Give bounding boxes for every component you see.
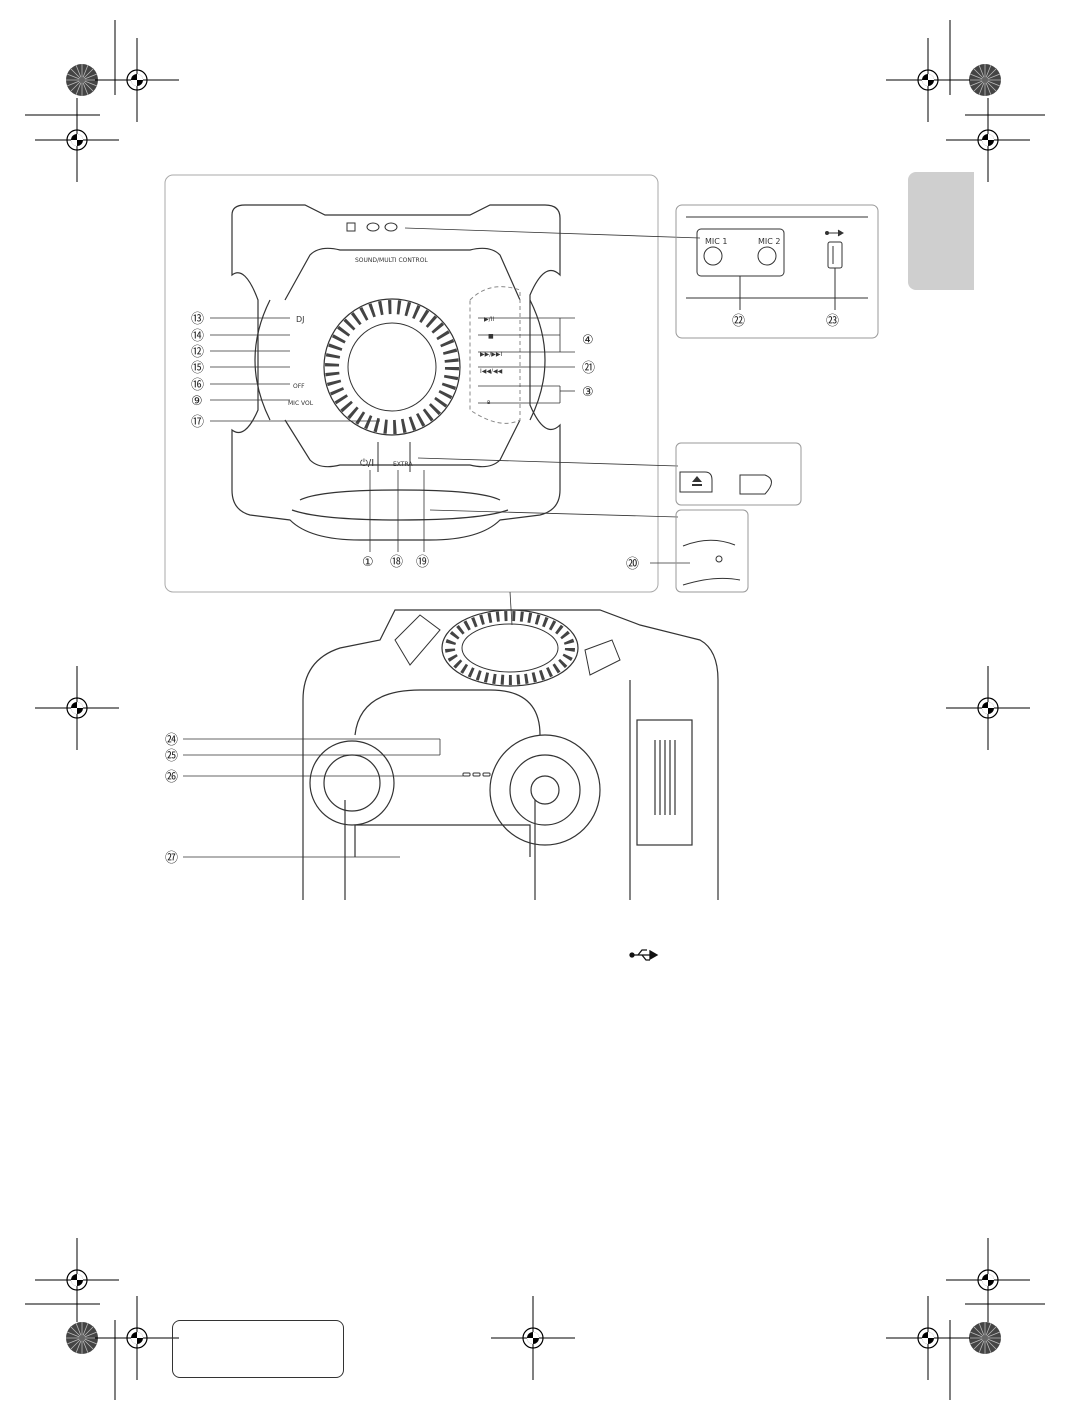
callout-1: ① xyxy=(362,555,374,570)
mic1-label: MIC 1 xyxy=(705,237,727,246)
sound-multi-control-knob xyxy=(323,298,461,436)
bluetooth-label: ʙ xyxy=(487,399,491,406)
mic2-label: MIC 2 xyxy=(758,237,780,246)
mic-vol-label: MIC VOL xyxy=(288,400,314,407)
callout-4: ④ xyxy=(582,333,594,348)
language-tab xyxy=(908,172,974,290)
callout-19: ⑲ xyxy=(416,555,429,570)
usb-icon xyxy=(629,949,659,961)
unit-front-view xyxy=(302,609,719,900)
prev-label: I◀◀/◀◀ xyxy=(480,368,503,375)
page-info-box xyxy=(172,1320,344,1378)
dj-label: DJ xyxy=(296,315,305,324)
callout-14: ⑭ xyxy=(191,329,204,344)
callout-13: ⑬ xyxy=(191,312,204,327)
top-panel-frame xyxy=(164,174,659,593)
callout-24: ㉔ xyxy=(165,733,178,748)
ring-label: SOUND/MULTI CONTROL xyxy=(355,257,428,264)
callout-22: ㉒ xyxy=(732,314,745,329)
front-top-knob xyxy=(441,609,579,687)
off-label: OFF xyxy=(293,383,305,390)
callout-23: ㉓ xyxy=(826,314,839,329)
callout-27: ㉗ xyxy=(165,851,178,866)
callout-16: ⑯ xyxy=(191,378,204,393)
usb-icon xyxy=(825,229,844,237)
power-label: ⏻/I xyxy=(360,458,374,469)
inset-mic-usb-frame xyxy=(675,204,879,339)
callout-25: ㉕ xyxy=(165,749,178,764)
unit-top-view xyxy=(231,204,561,541)
inset-light-frame xyxy=(675,509,749,593)
eject-icon xyxy=(692,476,702,486)
stop-label: ■ xyxy=(488,333,494,340)
callout-12: ⑫ xyxy=(191,345,204,360)
callout-15: ⑮ xyxy=(191,361,204,376)
inset-tray-frame xyxy=(675,442,802,506)
callout-20: ⑳ xyxy=(626,557,639,572)
callout-18: ⑱ xyxy=(390,555,403,570)
speaker-grille xyxy=(654,740,676,815)
play-pause-label: ▶/II xyxy=(484,316,494,323)
callout-26: ㉖ xyxy=(165,770,178,785)
callout-17: ⑰ xyxy=(191,415,204,430)
callout-21: ㉑ xyxy=(582,361,595,376)
callout-9: ⑨ xyxy=(191,394,203,409)
extra-label: EXTRA xyxy=(393,461,413,468)
next-label: ▶▶/▶▶I xyxy=(480,351,502,358)
callout-3: ③ xyxy=(582,385,594,400)
